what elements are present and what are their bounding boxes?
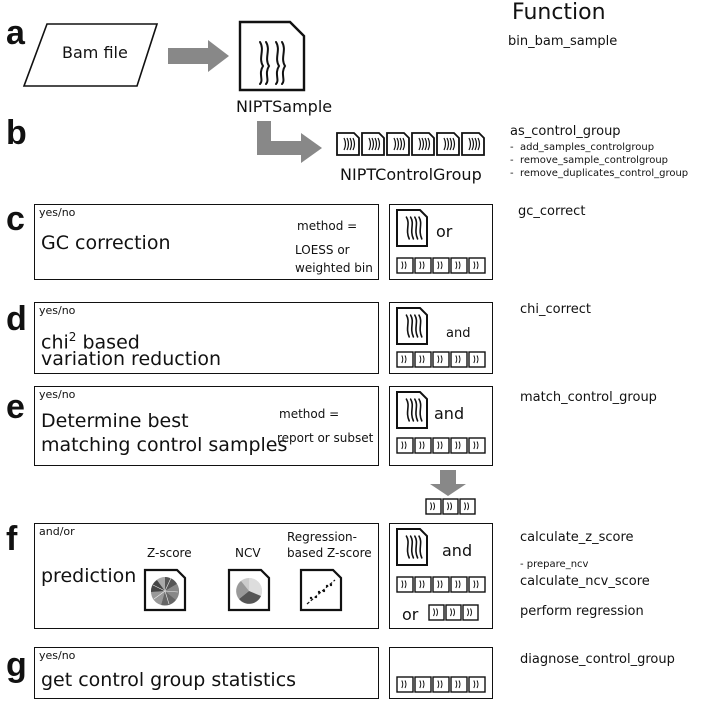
function-b: as_control_group	[510, 124, 621, 139]
function-f-sub: - prepare_ncv	[520, 559, 589, 570]
step-f-data-box: and or	[389, 523, 493, 629]
nipt-control-group-label: NIPTControlGroup	[340, 165, 482, 184]
function-f-1: calculate_z_score	[520, 530, 634, 545]
step-e-title-line2: matching control samples	[41, 434, 288, 456]
ncv-icon	[227, 568, 271, 612]
step-c-toggle: yes/no	[39, 206, 76, 219]
step-c-data-box: or	[389, 204, 493, 280]
bam-file-shape	[22, 23, 159, 87]
control-group-icon	[396, 257, 486, 274]
step-d-connector: and	[446, 326, 471, 341]
step-d-title-line2: variation reduction	[41, 348, 222, 370]
bam-file-label: Bam file	[62, 43, 128, 62]
chromosome-sample-icon	[396, 528, 428, 566]
step-f-title: prediction	[41, 565, 137, 587]
step-d-title-line1: chi2 based	[41, 330, 140, 354]
step-g-toggle: yes/no	[39, 649, 76, 662]
control-group-icon	[396, 576, 486, 593]
step-f-connector-or: or	[402, 605, 419, 624]
step-c-method-label: method =	[297, 219, 358, 233]
subfunction-item: - remove_sample_controlgroup	[510, 155, 669, 166]
control-group-icon	[336, 132, 485, 156]
function-c: gc_correct	[518, 204, 586, 219]
function-f-2: calculate_ncv_score	[520, 574, 650, 589]
chromosome-sample-icon	[396, 391, 428, 429]
step-d-data-box: and	[389, 302, 493, 374]
gray-arrow-icon	[168, 40, 229, 72]
step-f-toggle: and/or	[39, 525, 75, 538]
step-e-method-value: report or subset	[277, 431, 374, 445]
step-e-connector: and	[434, 404, 465, 423]
function-b-subfunctions: - add_samples_controlgroup - remove_samp…	[510, 141, 688, 180]
step-g-box: yes/no get control group statistics	[34, 647, 379, 699]
step-a-letter: a	[6, 14, 25, 52]
function-e: match_control_group	[520, 390, 657, 405]
control-group-icon	[396, 351, 486, 368]
control-group-icon	[396, 437, 486, 454]
function-d: chi_correct	[520, 302, 592, 317]
control-group-icon	[425, 498, 476, 515]
step-f-connector-and: and	[442, 541, 473, 560]
function-header: Function	[512, 0, 606, 25]
step-g-title: get control group statistics	[41, 669, 297, 691]
step-d-letter: d	[6, 300, 27, 338]
ncv-label: NCV	[235, 546, 261, 560]
step-d-toggle: yes/no	[39, 304, 76, 317]
regression-icon	[299, 568, 343, 612]
step-e-toggle: yes/no	[39, 388, 76, 401]
step-g-data-box	[389, 647, 493, 699]
step-e-letter: e	[6, 388, 25, 426]
step-c-box: yes/no GC correction method = LOESS or w…	[34, 204, 379, 280]
step-g-letter: g	[6, 646, 27, 684]
step-c-method-value-1: LOESS or	[295, 243, 350, 257]
zscore-label: Z-score	[147, 546, 192, 560]
step-c-method-value-2: weighted bin	[295, 261, 373, 275]
control-group-icon	[428, 604, 479, 621]
function-a: bin_bam_sample	[508, 34, 618, 49]
step-e-data-box: and	[389, 386, 493, 466]
niptsample-label: NIPTSample	[236, 97, 333, 116]
chromosome-sample-icon	[238, 20, 306, 92]
step-d-box: yes/no chi2 based variation reduction	[34, 302, 379, 374]
step-e-method-label: method =	[279, 407, 340, 421]
step-c-connector: or	[436, 222, 453, 241]
control-group-icon	[396, 676, 486, 693]
subfunction-item: - add_samples_controlgroup	[510, 142, 655, 153]
gray-arrow-icon	[430, 470, 466, 496]
step-c-letter: c	[6, 200, 25, 238]
regression-label-1: Regression-	[287, 530, 357, 544]
function-f-3: perform regression	[520, 604, 644, 619]
function-g: diagnose_control_group	[520, 652, 675, 667]
gray-arrow-icon	[257, 121, 322, 163]
chromosome-sample-icon	[396, 209, 428, 247]
step-e-box: yes/no Determine best matching control s…	[34, 386, 379, 466]
chromosome-sample-icon	[396, 307, 428, 345]
step-e-title-line1: Determine best	[41, 410, 189, 432]
step-b-letter: b	[6, 114, 27, 152]
subfunction-item: - remove_duplicates_control_group	[510, 168, 689, 179]
step-f-letter: f	[6, 520, 18, 558]
regression-label-2: based Z-score	[287, 546, 372, 560]
step-f-box: and/or prediction Z-score NCV Regression…	[34, 523, 379, 629]
zscore-icon	[143, 568, 187, 612]
step-c-title: GC correction	[41, 232, 171, 254]
